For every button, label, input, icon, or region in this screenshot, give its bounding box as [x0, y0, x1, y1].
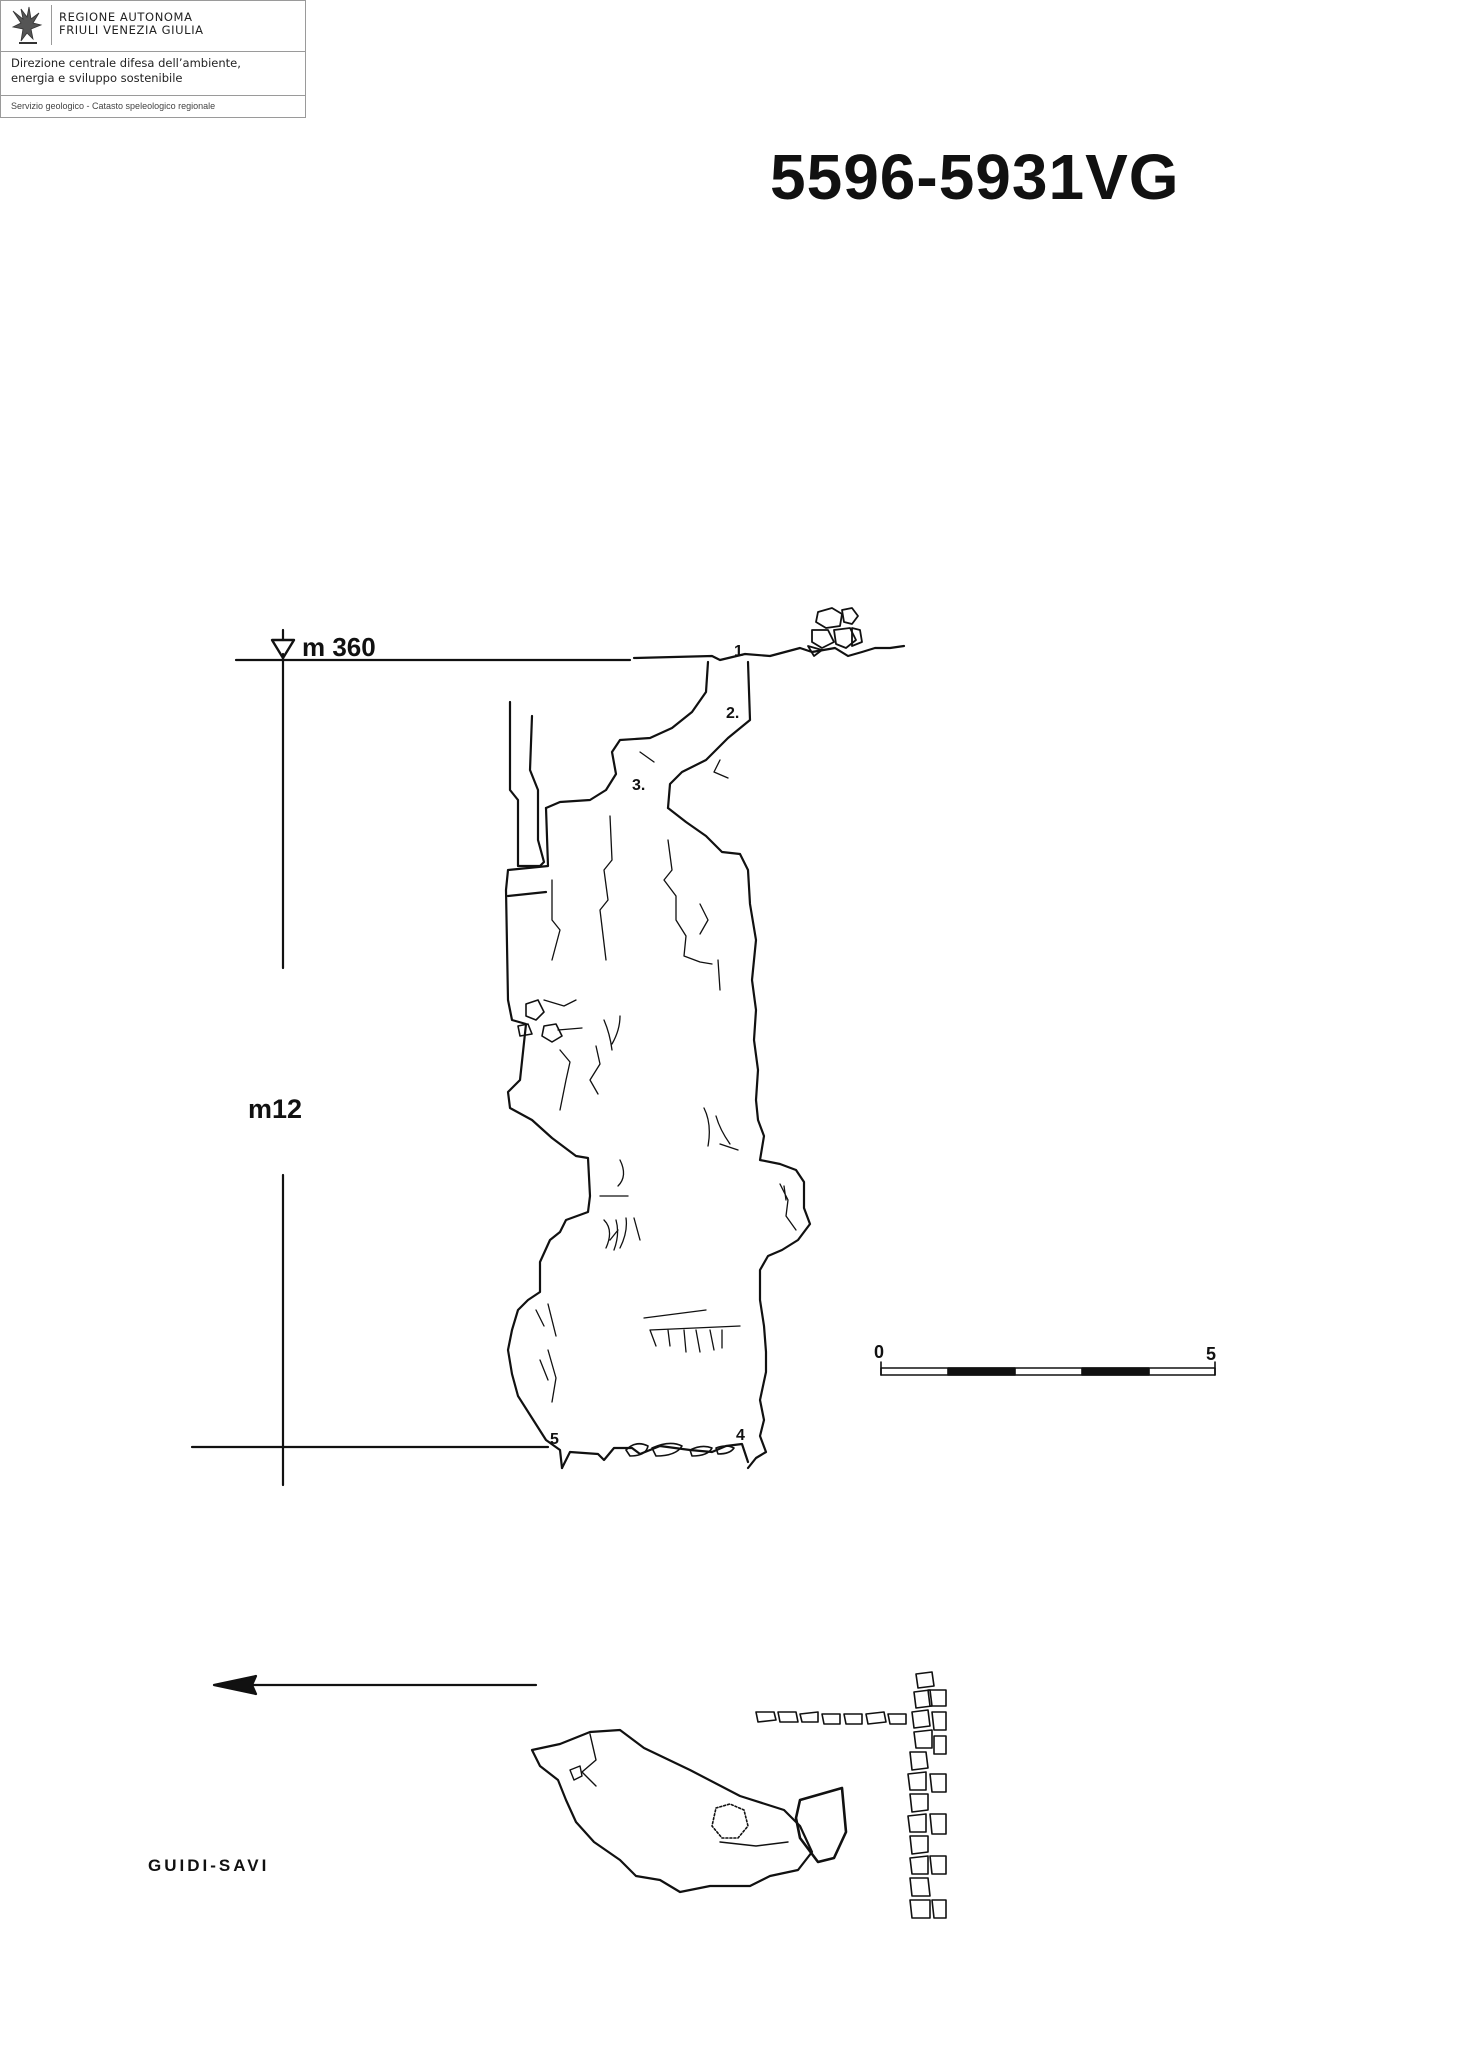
- scale-bar: [880, 1361, 1216, 1376]
- entrance-shaft-right: [666, 660, 752, 810]
- region-line-2: FRIULI VENEZIA GIULIA: [59, 23, 204, 37]
- depth-label: m12: [248, 1094, 302, 1124]
- floor-rocks: [625, 1442, 735, 1457]
- surface-rocks: [807, 607, 863, 657]
- survey-point-3: 3.: [632, 777, 645, 794]
- region-line-1: REGIONE AUTONOMA: [59, 10, 193, 24]
- header-separator: [51, 5, 52, 45]
- cave-code-title: 5596-5931VG: [770, 141, 1180, 213]
- survey-point-1: 1: [734, 643, 743, 660]
- survey-point-2: 2.: [726, 705, 739, 722]
- eagle-logo-icon: [11, 6, 43, 44]
- interior-details: [535, 751, 797, 1403]
- plan-rocks: [569, 1765, 583, 1781]
- entrance-elevation-label: m 360: [302, 632, 376, 662]
- scale-start-label: 0: [874, 1342, 884, 1362]
- left-outer-rock: [508, 700, 546, 868]
- north-arrow-icon: [212, 1674, 258, 1696]
- scale-end-label: 5: [1206, 1344, 1216, 1364]
- header-directorate-row: Direzione centrale difesa dell’ambiente,…: [1, 51, 305, 96]
- region-name: REGIONE AUTONOMA FRIULI VENEZIA GIULIA: [59, 11, 204, 37]
- plan-shaft-opening: [794, 1786, 848, 1864]
- plan-pit: [711, 1803, 749, 1839]
- header-region-row: REGIONE AUTONOMA FRIULI VENEZIA GIULIA: [1, 1, 305, 52]
- plan-stone-wall-horizontal: [755, 1711, 907, 1725]
- survey-point-5: 5: [550, 1431, 559, 1448]
- surface-profile: [632, 644, 906, 662]
- service-name: Servizio geologico - Catasto speleologic…: [11, 101, 216, 111]
- survey-point-4: 4: [736, 1427, 745, 1444]
- institution-header: REGIONE AUTONOMA FRIULI VENEZIA GIULIA D…: [0, 0, 306, 118]
- plan-stone-wall-vertical: [907, 1671, 947, 1919]
- chamber-right-wall: [666, 806, 812, 1470]
- plan-inner-line: [581, 1733, 789, 1847]
- wall-boulders: [517, 999, 563, 1043]
- left-outer-rock-lower: [506, 890, 548, 898]
- directorate-line-1: Direzione centrale difesa dell’ambiente,: [11, 56, 241, 70]
- directorate-line-2: energia e sviluppo sostenibile: [11, 71, 183, 85]
- entrance-shaft-left: [544, 660, 710, 810]
- survey-authors: GUIDI-SAVI: [148, 1856, 270, 1875]
- plan-outline: [530, 1728, 814, 1894]
- chamber-left-wall: [504, 806, 592, 1470]
- directorate-name: Direzione centrale difesa dell’ambiente,…: [11, 56, 241, 86]
